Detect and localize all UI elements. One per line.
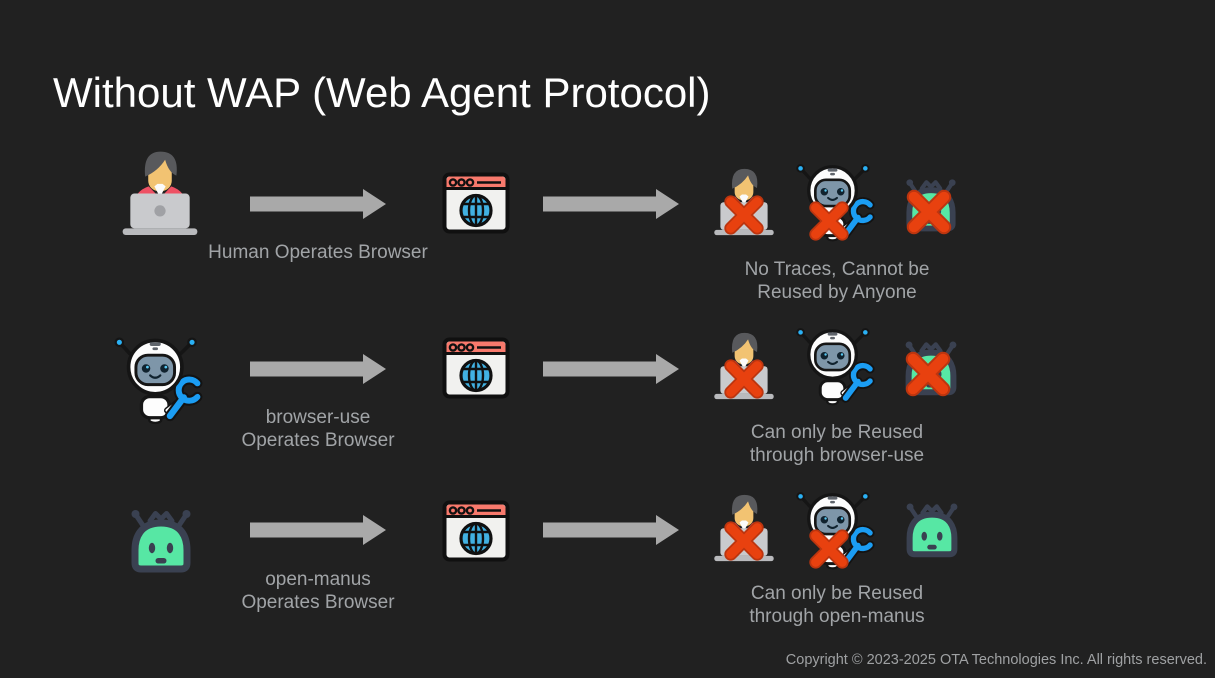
red-x-mark-icon (719, 356, 769, 402)
caption-line: Reused by Anyone (757, 282, 917, 303)
actor-label-line: Human Operates Browser (208, 242, 428, 263)
red-x-mark-icon (903, 186, 955, 238)
actor-label-line: open-manus (265, 569, 371, 590)
right-arrow-icon (543, 189, 679, 219)
right-arrow-icon (543, 515, 679, 545)
red-x-mark-icon (719, 192, 769, 238)
open-manus-robot-icon (901, 176, 961, 236)
browser-use-robot-wrench-icon (794, 486, 876, 574)
human-laptop-icon (713, 330, 775, 400)
human-laptop-icon (713, 166, 775, 236)
caption-line: Can only be Reused (750, 583, 924, 604)
right-arrow-icon (250, 515, 386, 545)
red-x-mark-icon (902, 348, 954, 400)
browser-use-robot-wrench-icon (794, 158, 876, 246)
caption-line: No Traces, Cannot be (744, 259, 930, 280)
human-laptop-icon (713, 492, 775, 562)
caption-line: through browser-use (749, 445, 925, 466)
human-laptop-icon (121, 148, 199, 236)
browser-window-globe-icon (442, 172, 510, 234)
result-caption: Can only be Reused through open-manus (687, 582, 987, 628)
actor-label-line: Operates Browser (241, 592, 395, 613)
actor-label-line: Operates Browser (241, 430, 395, 451)
browser-use-robot-wrench-icon (794, 322, 876, 410)
red-x-mark-icon (806, 198, 852, 244)
actor-label-line: browser-use (265, 407, 371, 428)
page-title: Without WAP (Web Agent Protocol) (53, 69, 711, 116)
right-arrow-icon (250, 189, 386, 219)
red-x-mark-icon (719, 518, 769, 564)
copyright-text: Copyright © 2023-2025 OTA Technologies I… (785, 652, 1207, 668)
browser-window-globe-icon (442, 500, 510, 562)
right-arrow-icon (250, 354, 386, 384)
right-arrow-icon (543, 354, 679, 384)
result-caption: Can only be Reused through browser-use (687, 421, 987, 467)
actor-label: browser-use Operates Browser (168, 406, 468, 452)
actor-label: open-manus Operates Browser (168, 568, 468, 614)
result-caption: No Traces, Cannot be Reused by Anyone (687, 258, 987, 304)
red-x-mark-icon (806, 526, 852, 572)
open-manus-robot-icon (900, 338, 962, 400)
caption-line: Can only be Reused (750, 422, 924, 443)
browser-window-globe-icon (442, 337, 510, 399)
actor-label: Human Operates Browser (168, 241, 468, 264)
open-manus-robot-icon (901, 500, 963, 562)
caption-line: through open-manus (749, 606, 925, 627)
